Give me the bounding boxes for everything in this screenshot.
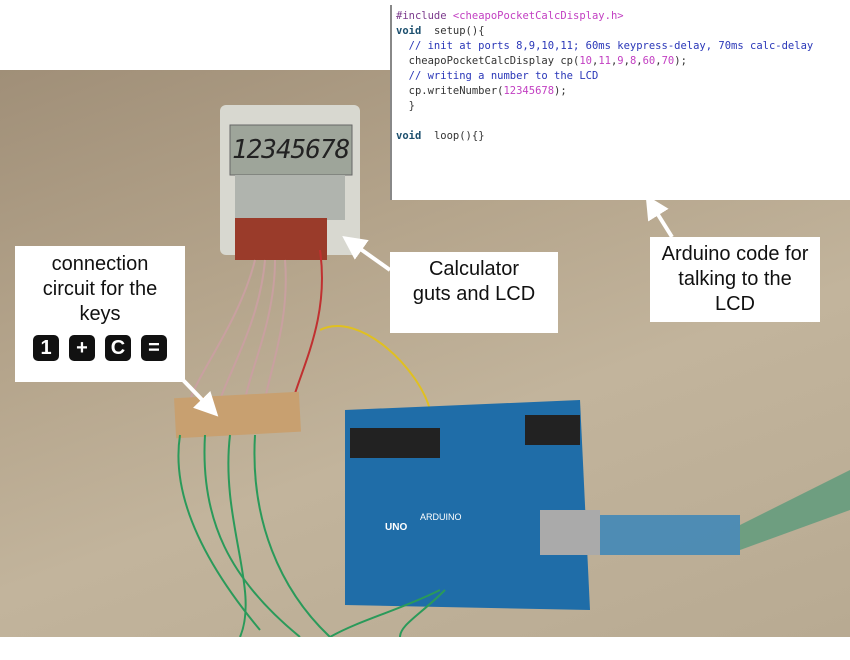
calc-guts-label: Calculator guts and LCD: [390, 252, 558, 333]
code-token: // init at ports 8,9,10,11; 60ms keypres…: [396, 40, 814, 52]
code-editor: #include <cheapoPocketCalcDisplay.h>void…: [390, 5, 850, 200]
code-token: );: [554, 85, 567, 97]
code-token: 12345678: [503, 85, 555, 97]
code-token: 9: [617, 55, 624, 67]
code-token: );: [674, 55, 687, 67]
code-token: }: [396, 100, 415, 112]
key-icons: 1 + C =: [19, 335, 181, 361]
code-line: cheapoPocketCalcDisplay cp(10,11,9,8,60,…: [396, 54, 846, 69]
code-line: // init at ports 8,9,10,11; 60ms keypres…: [396, 39, 846, 54]
code-line: void loop(){}: [396, 129, 846, 144]
code-token: 10: [579, 55, 592, 67]
key-1-icon: 1: [33, 335, 59, 361]
code-token: // writing a number to the LCD: [396, 70, 599, 82]
arrow-code: [645, 194, 674, 239]
code-token: void: [396, 130, 422, 142]
code-token: 70: [661, 55, 675, 67]
key-equals-icon: =: [141, 335, 167, 361]
code-token: ,: [623, 55, 630, 67]
calc-pcb: [235, 218, 327, 260]
code-token: <cheapoPocketCalcDisplay.h>: [452, 10, 624, 22]
code-token: 60: [642, 55, 656, 67]
lcd-screen: [229, 124, 353, 176]
code-token: 8: [629, 55, 637, 67]
key-plus-icon: +: [69, 335, 95, 361]
key-c-icon: C: [105, 335, 131, 361]
code-token: cheapoPocketCalcDisplay cp(: [396, 55, 580, 67]
code-line: cp.writeNumber(12345678);: [396, 84, 846, 99]
board-model: UNO: [385, 522, 407, 533]
code-token: cp.writeNumber(: [396, 85, 504, 97]
code-line: void setup(){: [396, 24, 846, 39]
code-token: void: [396, 25, 422, 37]
lcd-digits: 12345678: [232, 135, 350, 165]
code-line: #include <cheapoPocketCalcDisplay.h>: [396, 9, 846, 24]
board-name: ARDUINO: [420, 512, 462, 522]
arduino-code-label: Arduino code for talking to the LCD: [650, 237, 820, 322]
code-line: // writing a number to the LCD: [396, 69, 846, 84]
code-token: ,: [636, 55, 643, 67]
lcd-ribbon: [235, 175, 345, 220]
code-token: 11: [598, 55, 611, 67]
keys-circuit-label: connection circuit for the keys 1 + C =: [15, 246, 185, 382]
keys-circuit-text: connection circuit for the keys: [42, 253, 158, 325]
code-token: ,: [610, 55, 618, 67]
code-token: #include: [396, 10, 453, 22]
code-token: setup(){: [421, 25, 485, 37]
code-token: loop(){}: [421, 130, 485, 142]
arrow-keys: [181, 378, 219, 417]
code-line: }: [396, 99, 846, 114]
code-token: ,: [655, 55, 662, 67]
code-token: ,: [591, 55, 599, 67]
arrow-calc: [342, 236, 392, 272]
